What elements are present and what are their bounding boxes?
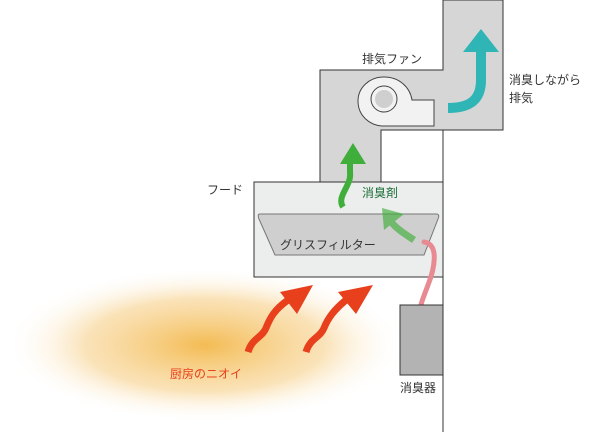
deodorizer-label: 消臭器	[400, 381, 437, 395]
teal-exhaust-arrow	[447, 29, 499, 113]
fan-label: 排気ファン	[362, 52, 423, 66]
exhaust-label-line1: 消臭しながら	[509, 73, 582, 87]
deodorant-label: 消臭剤	[362, 186, 399, 200]
green-arrow-up	[338, 143, 366, 209]
odor-cloud	[5, 267, 405, 423]
green-arrow-diagonal	[382, 208, 416, 243]
kitchen-odor-label: 厨房のニオイ	[170, 367, 243, 381]
deodorizer-unit	[399, 304, 444, 376]
odor-arrow-2	[302, 285, 373, 354]
odor-arrow-1	[244, 285, 313, 354]
deodorizer-tube	[418, 239, 437, 308]
fan-icon	[357, 76, 435, 127]
exhaust-label-line2: 排気	[509, 91, 534, 105]
grease-filter-label: グリスフィルター	[280, 238, 376, 252]
hood-label: フード	[207, 183, 244, 197]
